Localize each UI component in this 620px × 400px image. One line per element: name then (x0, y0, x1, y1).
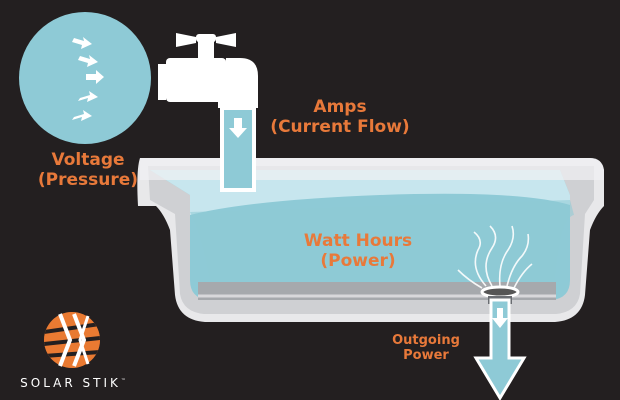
amps-label: Amps (Current Flow) (250, 97, 430, 137)
pressure-arrow-1 (72, 37, 92, 49)
pressure-arrow-2 (78, 55, 98, 67)
pressure-arrow-3 (86, 70, 104, 84)
watt-hours-label-line1: Watt Hours (303, 231, 413, 251)
amps-label-line2: (Current Flow) (270, 116, 410, 137)
solar-stik-logo-icon (44, 312, 100, 368)
voltage-label-line1: Voltage (51, 150, 125, 170)
amps-label-line1: Amps (313, 97, 367, 117)
voltage-label: Voltage (Pressure) (28, 150, 148, 190)
outgoing-power-label-line2: Power (403, 347, 449, 363)
pressure-sphere (19, 12, 151, 144)
pressure-arrow-4 (78, 91, 98, 102)
brand-name: SOLAR STIK (20, 376, 121, 390)
watt-hours-label: Watt Hours (Power) (268, 231, 448, 271)
down-arrow-icon (229, 118, 247, 138)
voltage-label-line2: (Pressure) (37, 169, 139, 190)
trademark-mark: ™ (120, 378, 126, 384)
current-flow-tube (220, 106, 256, 192)
pressure-arrow-5 (72, 110, 92, 121)
outgoing-arrow (473, 298, 527, 400)
faucet-icon (158, 33, 258, 108)
watt-hours-label-line2: (Power) (320, 250, 396, 271)
down-arrow-icon (492, 308, 508, 328)
brand-wordmark: SOLAR STIK™ (14, 376, 132, 390)
outgoing-power-label-line1: Outgoing (392, 333, 460, 348)
outgoing-power-label: Outgoing Power (378, 333, 474, 364)
